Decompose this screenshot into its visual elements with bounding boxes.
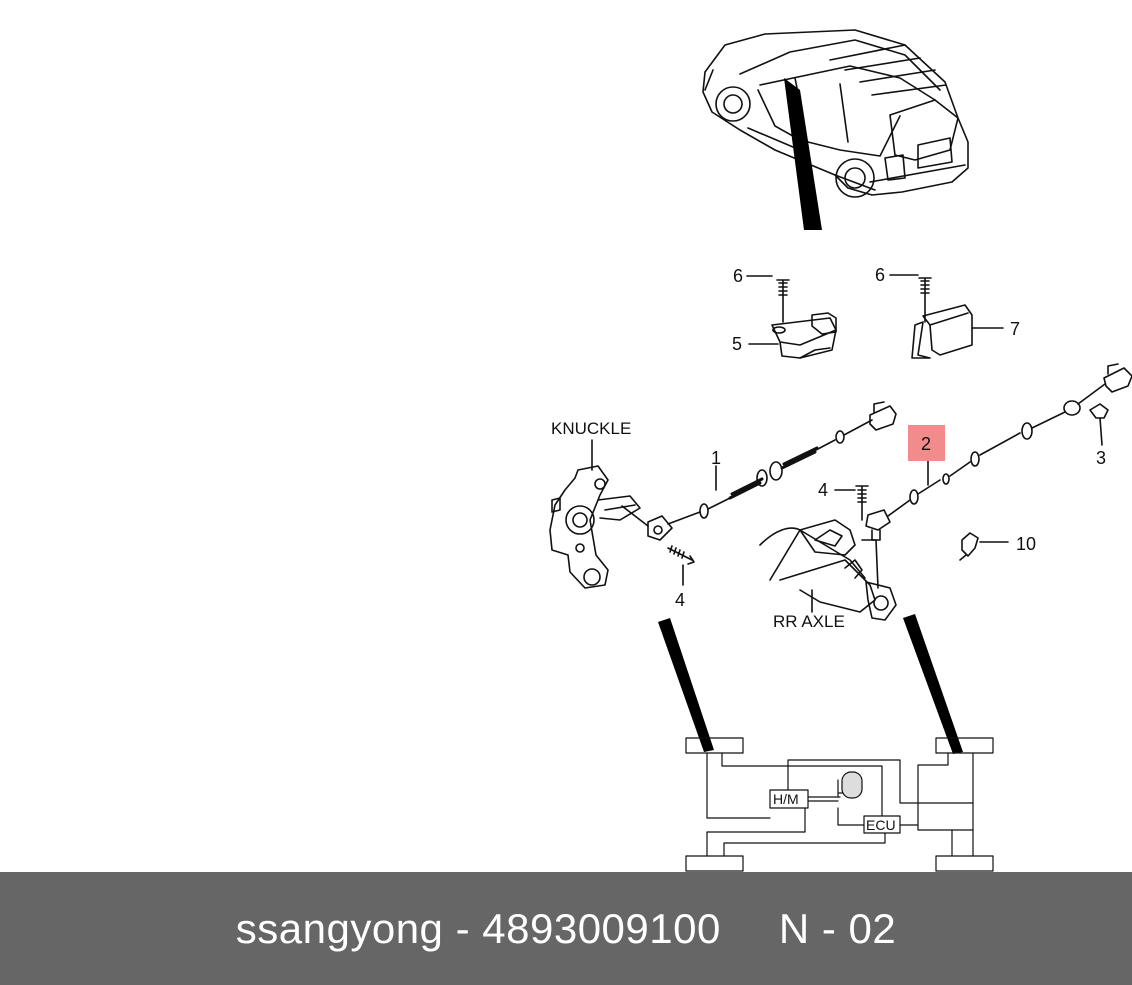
label-part-7: 7: [1010, 319, 1020, 339]
label-part-3: 3: [1096, 448, 1106, 468]
rear-sensor-cable-2: [865, 363, 1132, 541]
rear-axle-illustration: [759, 519, 897, 621]
callout-wedge-top: [784, 78, 822, 230]
parts-diagram: KNUCKLE RR AXLE 1 2 3 4 4 5 6 6 7 10 H/M…: [549, 29, 1132, 872]
vehicle-illustration: [702, 29, 969, 198]
footer-page-code: N - 02: [778, 904, 897, 952]
schematic-ecu-label: ECU: [866, 817, 896, 833]
callout-wedge-right: [903, 614, 963, 754]
label-knuckle: KNUCKLE: [551, 419, 631, 438]
schematic-hm-label: H/M: [773, 791, 799, 807]
label-part-2: 2: [921, 434, 931, 454]
footer-separator: -: [455, 904, 471, 952]
clip-3: [1089, 403, 1109, 446]
footer-part-number: 4893009100: [482, 904, 721, 952]
knuckle-illustration: [549, 439, 641, 589]
label-part-1: 1: [711, 448, 721, 468]
callout-wedge-left: [658, 618, 714, 752]
label-part-5: 5: [732, 334, 742, 354]
footer-brand: ssangyong: [235, 904, 444, 952]
label-part-10: 10: [1016, 534, 1036, 554]
label-part-6-left: 6: [733, 266, 743, 286]
sensor-7-illustration: [889, 274, 1004, 359]
abs-schematic: [685, 737, 994, 872]
label-part-6-right: 6: [875, 265, 885, 285]
sensor-5-illustration: [746, 275, 837, 359]
clip-10: [959, 532, 1009, 561]
footer-bar: ssangyong - 4893009100 N - 02: [0, 872, 1132, 985]
label-part-4-front: 4: [675, 590, 685, 610]
label-part-4-rear: 4: [818, 480, 828, 500]
front-sensor-cable-1: [621, 401, 897, 541]
bolt-4-front: [667, 545, 695, 586]
part-2-highlight: [908, 425, 945, 461]
bolt-4-rear: [834, 485, 869, 521]
label-rr-axle: RR AXLE: [773, 612, 845, 631]
